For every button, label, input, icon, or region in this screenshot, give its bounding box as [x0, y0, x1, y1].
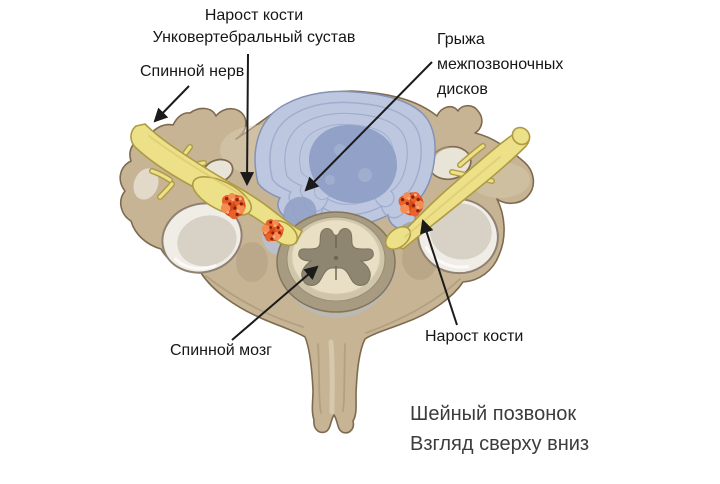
- intervertebral-disc: [254, 90, 436, 237]
- arrow-spinal-nerve: [153, 85, 190, 123]
- arrow-disc-herniation: [304, 61, 433, 192]
- arrow-uncovertebral-joint: [240, 53, 255, 187]
- caption-line: Шейный позвонок: [410, 403, 577, 425]
- pedicle-shade-left: [236, 242, 268, 282]
- label-line: межпозвоночных: [437, 56, 564, 73]
- spinous-highlight: [328, 339, 335, 415]
- caption-line: Взгляд сверху вниз: [410, 433, 590, 455]
- label-uncovertebral-joint: Нарост кости Унковертебральный сустав: [118, 5, 390, 49]
- label-line: Грыжа: [437, 31, 485, 48]
- nerve-root-tip-right: [511, 126, 531, 146]
- spinal-cord: [276, 211, 396, 313]
- facet-left: [161, 202, 243, 274]
- arrow-spinal-cord: [231, 265, 319, 341]
- label-bone-growth: Нарост кости: [425, 328, 524, 345]
- label-disc-herniation: Грыжа межпозвоночных дисков: [437, 27, 563, 102]
- label-line: Унковертебральный сустав: [152, 29, 356, 46]
- central-canal: [333, 255, 339, 261]
- bone-highlight: [133, 168, 159, 200]
- label-line: дисков: [437, 81, 488, 98]
- label-spinal-nerve: Спинной нерв: [140, 63, 245, 80]
- label-spinal-cord: Спинной мозг: [170, 342, 272, 359]
- label-line: Нарост кости: [204, 7, 304, 24]
- figure-caption: Шейный позвонок Взгляд сверху вниз: [410, 399, 589, 459]
- arrow-bone-growth: [420, 219, 458, 326]
